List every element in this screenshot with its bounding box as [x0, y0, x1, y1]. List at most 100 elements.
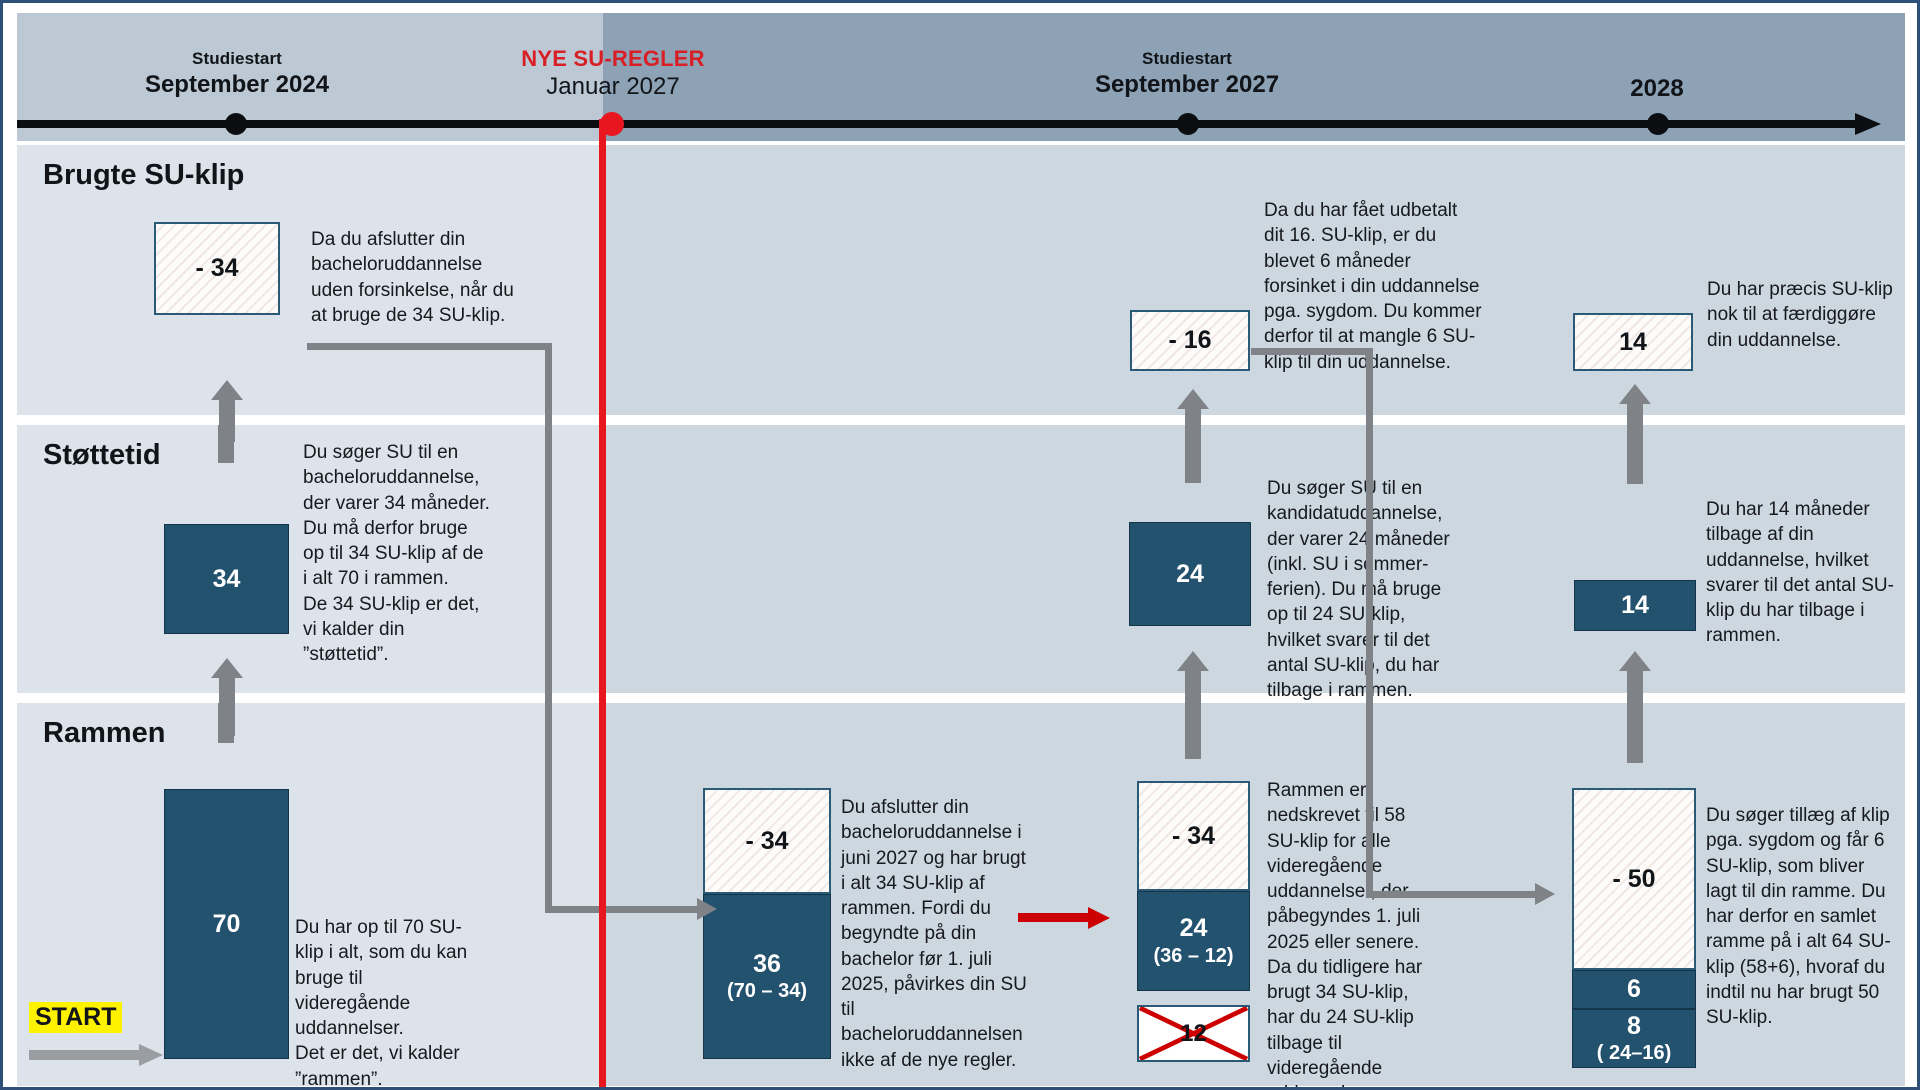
box-rammen-2027-crossed-value: 12 [1180, 1019, 1207, 1047]
arrow-head-icon [211, 380, 243, 400]
box-rammen-2028-bottom-value: 8 [1627, 1011, 1641, 1040]
arrow-shaft [1627, 402, 1643, 484]
box-rammen-2027-middle: 24 (36 – 12) [1137, 891, 1250, 991]
arrow-up-rammen-to-stoettetid-2027 [1176, 651, 1210, 759]
connector-segment-h2 [545, 906, 700, 913]
box-stoettetid-2024: 34 [164, 524, 289, 634]
connector-segment-h [1251, 348, 1373, 355]
arrow-shaft [1627, 669, 1643, 763]
connector-segment-h2 [1366, 891, 1538, 898]
start-arrow-shaft [29, 1050, 141, 1060]
timeline-marker-2027-main: September 2027 [1094, 70, 1280, 98]
connector-segment-h [307, 343, 552, 350]
box-stoettetid-2028-value: 14 [1621, 591, 1649, 620]
box-brugte-2024: - 34 [154, 222, 280, 315]
timeline-marker-new-rules-main: Januar 2027 [546, 73, 680, 101]
box-rammen-mid-top-value: - 34 [745, 826, 789, 855]
arrow-head-icon [1177, 389, 1209, 409]
row-brugte-title: Brugte SU-klip [43, 159, 245, 191]
box-stoettetid-2027-value: 24 [1176, 559, 1204, 588]
box-rammen-mid-bottom-value: 36 [753, 949, 781, 978]
timeline-header: Studiestart September 2024 NYE SU-REGLER… [17, 13, 1905, 141]
connector-segment-v [1366, 348, 1373, 898]
note-stoettetid-2027: Du søger SU til en kandidatuddannelse, d… [1267, 478, 1450, 702]
connector-arrowhead [1535, 883, 1555, 905]
connector-brugte-2024-to-rammen-mid [307, 343, 717, 923]
box-rammen-2027-crossed: 12 [1137, 1005, 1250, 1062]
box-brugte-2027-value: - 16 [1168, 326, 1212, 355]
box-rammen-2027-top-value: - 34 [1171, 821, 1216, 850]
timeline-marker-2028-main: 2028 [1630, 75, 1684, 102]
red-arrow-shaft [1018, 913, 1090, 922]
start-arrow-head [139, 1044, 163, 1066]
box-stoettetid-2028: 14 [1574, 580, 1696, 631]
arrow-up-rammen-to-stoettetid-2028 [1618, 651, 1652, 763]
timeline-marker-2024: Studiestart September 2024 [77, 49, 397, 98]
note-rammen-2024: Du har op til 70 SU-klip i alt, som du k… [295, 917, 468, 1090]
box-rammen-2024-value: 70 [212, 909, 241, 938]
box-brugte-2024-value: - 34 [195, 254, 239, 283]
arrow-shaft [1185, 407, 1201, 483]
box-rammen-2028-top-value: - 50 [1612, 864, 1656, 893]
timeline-dot-2024 [225, 113, 247, 135]
connector-segment-v [545, 343, 552, 913]
connector-brugte-2027-to-rammen-2028 [1251, 348, 1581, 908]
box-rammen-2028-top: - 50 [1572, 788, 1696, 970]
new-rules-vertical-line [599, 119, 606, 1087]
box-brugte-2028: 14 [1573, 313, 1693, 371]
box-rammen-mid-bottom-sub: (70 – 34) [726, 980, 808, 1003]
note-rammen-2027: Rammen er nedskrevet til 58 SU-klip for … [1267, 780, 1423, 1087]
timeline-marker-2024-sub: Studiestart [192, 49, 282, 68]
timeline-axis [17, 112, 1905, 136]
connector-arrowhead [697, 898, 717, 920]
note-brugte-2027: Da du har fået udbetalt dit 16. SU-klip,… [1264, 200, 1482, 373]
timeline-dot-2027 [1177, 113, 1199, 135]
row-stoettetid-title: Støttetid [43, 439, 161, 471]
arrow-head-icon [1619, 384, 1651, 404]
note-brugte-2028: Du har præcis SU-klip nok til at færdigg… [1707, 279, 1893, 351]
timeline-marker-2024-main: September 2024 [144, 70, 330, 98]
timeline-marker-new-rules: NYE SU-REGLER Januar 2027 [453, 46, 773, 101]
note-rammen-2028: Du søger tillæg af klip pga. sygdom og f… [1706, 805, 1891, 1029]
arrow-shaft [1185, 669, 1201, 759]
arrow-stub-stoettetid-2024 [218, 425, 234, 463]
row-rammen-title: Rammen [43, 717, 166, 749]
box-rammen-mid-bottom: 36 (70 – 34) [703, 894, 831, 1059]
arrow-head-icon [1619, 651, 1651, 671]
row-stoettetid: Støttetid [17, 425, 1905, 693]
box-rammen-2028-middle: 6 [1572, 970, 1696, 1009]
arrow-up-stoettetid-to-brugte-2027 [1176, 389, 1210, 483]
timeline-marker-2027: Studiestart September 2027 [1027, 49, 1347, 98]
arrow-head-icon [211, 658, 243, 678]
box-rammen-mid-top: - 34 [703, 788, 831, 894]
box-rammen-2028-bottom-sub: ( 24–16) [1596, 1042, 1672, 1065]
start-arrow [29, 1044, 163, 1066]
box-stoettetid-2024-value: 34 [212, 564, 241, 593]
new-rules-era-shading [603, 13, 1905, 141]
note-stoettetid-2024: Du søger SU til en bacheloruddannelse, d… [303, 442, 490, 666]
box-stoettetid-2027: 24 [1129, 522, 1251, 626]
red-arrow-head [1088, 907, 1110, 929]
arrow-head-icon [1177, 651, 1209, 671]
timeline-marker-new-rules-sub: NYE SU-REGLER [521, 46, 705, 71]
timeline-dot-2028 [1647, 113, 1669, 135]
row-stoettetid-right-shading [603, 425, 1905, 693]
arrow-up-stoettetid-to-brugte-2028 [1618, 384, 1652, 484]
arrow-stub-rammen-2024 [218, 703, 234, 743]
box-rammen-2027-top: - 34 [1137, 781, 1250, 891]
note-stoettetid-2028: Du har 14 måneder tilbage af din uddanne… [1706, 499, 1894, 647]
red-transition-arrow [1018, 907, 1110, 929]
box-rammen-2028-middle-value: 6 [1627, 975, 1641, 1004]
row-brugte-su-klip: Brugte SU-klip [17, 145, 1905, 415]
timeline-marker-2028: 2028 [1497, 73, 1817, 103]
note-rammen-mid: Du afslutter din bacheloruddannelse i ju… [841, 797, 1027, 1071]
note-brugte-2024: Da du afslutter din bacheloruddannelse u… [311, 229, 514, 326]
box-rammen-2027-middle-sub: (36 – 12) [1153, 944, 1234, 967]
box-rammen-2024: 70 [164, 789, 289, 1059]
box-rammen-2028-bottom: 8 ( 24–16) [1572, 1009, 1696, 1068]
timeline-axis-arrowhead [1855, 113, 1881, 135]
timeline-marker-2027-sub: Studiestart [1142, 49, 1232, 68]
box-brugte-2027: - 16 [1130, 310, 1250, 371]
start-label: START [29, 1002, 123, 1033]
